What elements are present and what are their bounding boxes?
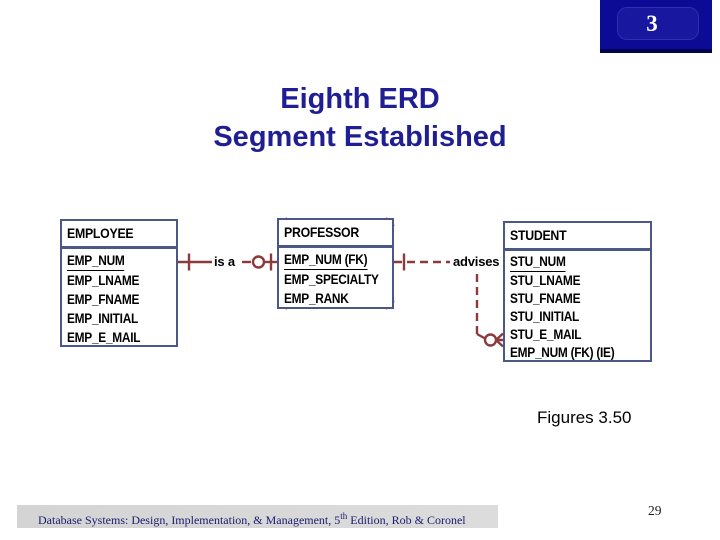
slide-title: Eighth ERD Segment Established <box>0 80 720 156</box>
entity-name: PROFESSOR <box>284 224 359 240</box>
entity-student: STUDENT STU_NUM STU_LNAME STU_FNAME STU_… <box>503 221 652 362</box>
isa-relationship-line <box>178 253 277 271</box>
attribute-row: EMP_NUM <box>67 251 171 271</box>
attribute-row: EMP_E_MAIL <box>67 330 141 345</box>
attribute-row: STU_FNAME <box>510 291 581 306</box>
isa-relationship-label: is a <box>212 254 237 270</box>
attribute-row: EMP_FNAME <box>67 292 140 307</box>
attribute-row: EMP_RANK <box>284 291 349 306</box>
entity-attributes: STU_NUM STU_LNAME STU_FNAME STU_INITIAL … <box>505 251 650 364</box>
slide-number-badge: 3 <box>600 0 712 53</box>
attribute-row: STU_LNAME <box>510 273 581 288</box>
entity-header: STUDENT <box>505 223 650 251</box>
entity-name: EMPLOYEE <box>67 225 134 241</box>
entity-attributes: EMP_NUM EMP_LNAME EMP_FNAME EMP_INITIAL … <box>62 249 176 349</box>
entity-name: STUDENT <box>510 227 567 243</box>
entity-professor: PROFESSOR EMP_NUM (FK) EMP_SPECIALTY EMP… <box>277 218 394 309</box>
attribute-row: EMP_SPECIALTY <box>284 272 379 287</box>
figure-caption: Figures 3.50 <box>537 408 632 427</box>
page-number: 29 <box>648 503 662 518</box>
advises-relationship-label: advises <box>451 254 502 270</box>
entity-header: EMPLOYEE <box>62 221 176 249</box>
badge-rounded-panel <box>617 7 699 40</box>
attribute-row: STU_E_MAIL <box>510 327 582 342</box>
attribute-row: STU_INITIAL <box>510 309 580 324</box>
entity-attributes: EMP_NUM (FK) EMP_SPECIALTY EMP_RANK <box>279 248 392 310</box>
zero-cardinality-icon <box>251 255 266 269</box>
entity-header: PROFESSOR <box>279 220 392 248</box>
attribute-row: EMP_NUM (FK) (IE) <box>510 345 615 360</box>
zero-cardinality-icon <box>483 333 498 347</box>
many-crowfoot-icon <box>495 332 504 348</box>
attribute-row: EMP_LNAME <box>67 273 140 288</box>
title-line-2: Segment Established <box>213 121 507 153</box>
title-line-1: Eighth ERD <box>280 83 440 115</box>
attribute-row: EMP_INITIAL <box>67 311 139 326</box>
footer-text: Database Systems: Design, Implementation… <box>38 511 466 527</box>
attribute-row: EMP_NUM (FK) <box>284 250 387 270</box>
footer-bar: Database Systems: Design, Implementation… <box>17 505 498 528</box>
attribute-row: STU_NUM <box>510 253 645 272</box>
entity-employee: EMPLOYEE EMP_NUM EMP_LNAME EMP_FNAME EMP… <box>60 219 178 347</box>
advises-relationship-line <box>394 253 504 348</box>
badge-number: 3 <box>646 11 658 36</box>
